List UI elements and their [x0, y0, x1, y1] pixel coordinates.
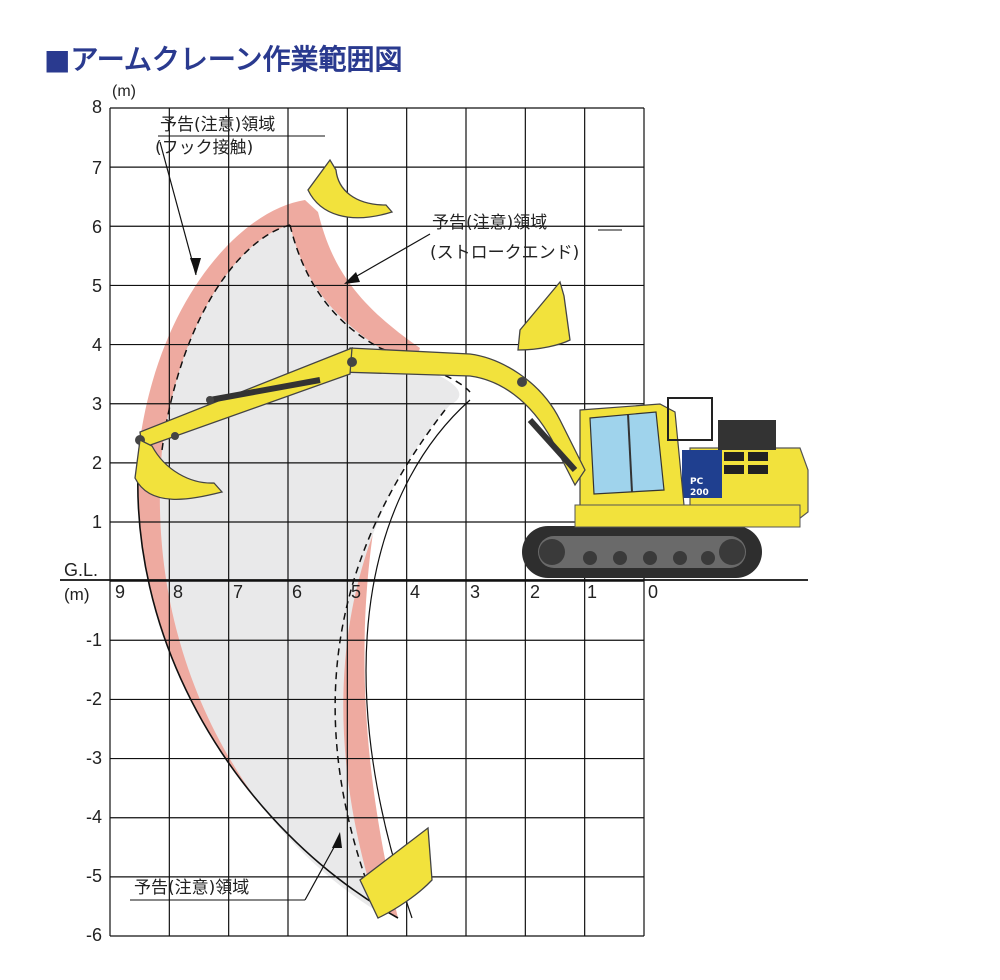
diagram-title: ■アームクレーン作業範囲図: [44, 43, 403, 76]
y-axis: (m) 8 7 6 5 4 3 2 1 -1 -2 -3 -4 -5 -6: [86, 83, 136, 945]
caution-band-edge: [365, 399, 471, 919]
y-tick-label: 5: [92, 276, 102, 296]
upper-deck: [574, 504, 801, 528]
x-tick-label: 0: [648, 582, 658, 602]
grid: [109, 107, 645, 937]
x-unit-label: (m): [64, 585, 89, 604]
annotation-hook: 予告(注意)領域 (フック接触): [155, 115, 325, 276]
x-tick-label: 8: [173, 582, 183, 602]
cab-window: [589, 411, 665, 495]
x-tick-label: 2: [530, 582, 540, 602]
x-tick-label: 7: [233, 582, 243, 602]
engine-hood: [718, 420, 776, 450]
x-axis: G.L. (m) 9 8 7 6 5 4 3 2 1 0: [64, 560, 658, 604]
y-tick-label: -6: [86, 925, 102, 945]
track-frame: [538, 536, 746, 568]
y-tick-label: 4: [92, 335, 102, 355]
annotation-bottom-text: 予告(注意)領域: [134, 878, 249, 898]
y-tick-label: -1: [86, 630, 102, 650]
y-tick-label: -2: [86, 689, 102, 709]
boom-cylinder: [527, 417, 578, 473]
y-tick-label: 2: [92, 453, 102, 473]
track-rollers: [539, 539, 745, 565]
y-tick-label: -5: [86, 866, 102, 886]
bucket-raised: [517, 280, 571, 351]
y-tick-label: -3: [86, 748, 102, 768]
annotation-hook-line1: 予告(注意)領域: [160, 115, 275, 135]
work-range-inner: [159, 225, 460, 912]
bucket-top: [307, 158, 394, 219]
x-tick-label: 3: [470, 582, 480, 602]
bucket-bottom: [359, 826, 433, 919]
working-range-area: [137, 200, 471, 919]
annotation-hook-line2: (フック接触): [155, 138, 253, 158]
y-tick-label: -4: [86, 807, 102, 827]
annotation-bottom: 予告(注意)領域: [130, 832, 342, 901]
engine-vents: [724, 452, 768, 474]
x-tick-label: 4: [410, 582, 420, 602]
x-tick-label: 5: [351, 582, 361, 602]
annotation-stroke-line2: (ストロークエンド): [430, 243, 579, 263]
arm-cylinder: [209, 377, 321, 403]
y-tick-label: 1: [92, 512, 102, 532]
work-range-outline: [137, 439, 399, 919]
x-tick-label: 1: [587, 582, 597, 602]
caution-dashed-lower: [334, 409, 446, 913]
model-badge-top: PC: [690, 477, 704, 487]
caution-dashed-outer: [161, 224, 291, 451]
y-unit-label: (m): [112, 83, 136, 100]
x-tick-label: 6: [292, 582, 302, 602]
bucket-working: [134, 439, 224, 500]
y-tick-label: 8: [92, 97, 102, 117]
gl-label: G.L.: [64, 560, 98, 580]
caution-dashed-stroke-end: [289, 224, 471, 393]
y-tick-label: 7: [92, 158, 102, 178]
annotation-stroke-line1: 予告(注意)領域: [432, 213, 547, 233]
excavator-illustration: PC 200: [134, 158, 809, 919]
x-tick-label: 9: [115, 582, 125, 602]
y-tick-label: 6: [92, 217, 102, 237]
annotation-stroke-end: 予告(注意)領域 (ストロークエンド): [344, 213, 622, 284]
handrail: [667, 397, 713, 441]
y-tick-label: 3: [92, 394, 102, 414]
engine-side-panel: [682, 450, 722, 498]
model-badge-bottom: 200: [690, 488, 709, 498]
